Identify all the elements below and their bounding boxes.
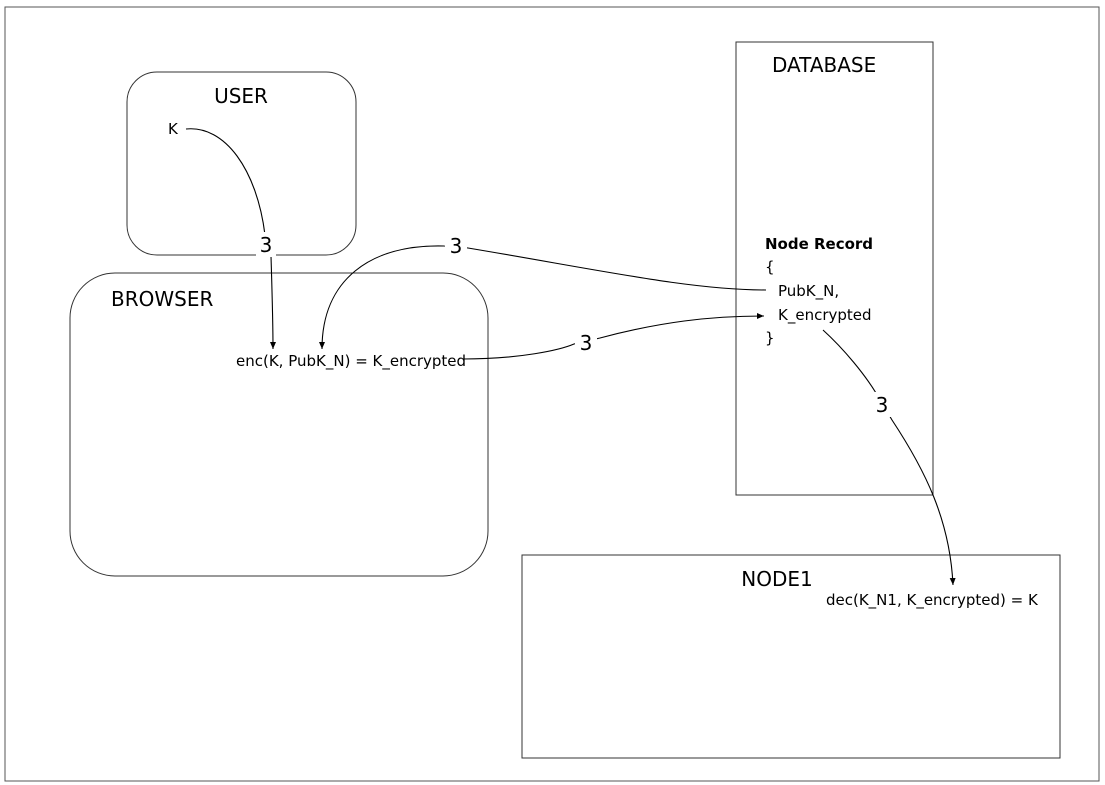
browser-box[interactable]: BROWSER enc(K, PubK_N) = K_encrypted <box>69 272 489 577</box>
edge-database-to-node1-label-bg <box>871 392 893 417</box>
database-title: DATABASE <box>772 53 876 77</box>
record-open-brace: { <box>765 258 775 276</box>
edge-pubk-to-browser-label-bg <box>445 233 467 258</box>
node1-box[interactable]: NODE1 dec(K_N1, K_encrypted) = K <box>521 554 1061 759</box>
node1-title: NODE1 <box>741 567 812 591</box>
database-box-shape <box>735 41 934 496</box>
edge-k-to-browser[interactable]: 3 <box>185 128 276 350</box>
record-close-brace: } <box>765 329 775 347</box>
edge-database-to-node1-label: 3 <box>876 393 889 417</box>
user-key-label: K <box>168 120 179 138</box>
edge-pubk-to-browser[interactable]: 3 <box>319 233 767 350</box>
edge-database-to-node1[interactable]: 3 <box>822 329 956 586</box>
edge-k-to-browser-label-bg <box>256 232 276 257</box>
browser-box-shape <box>69 272 489 577</box>
user-title: USER <box>214 84 268 108</box>
node1-box-shape <box>521 554 1061 759</box>
edge-pubk-to-browser-label: 3 <box>450 234 463 258</box>
edge-browser-to-database-label-bg <box>575 330 597 355</box>
browser-formula: enc(K, PubK_N) = K_encrypted <box>236 352 466 371</box>
node-record-title: Node Record <box>765 235 873 253</box>
record-field-pubk: PubK_N, <box>778 282 839 301</box>
edge-browser-to-database[interactable]: 3 <box>462 313 765 360</box>
edge-k-to-browser-label: 3 <box>260 233 273 257</box>
record-field-kencrypted: K_encrypted <box>778 306 872 325</box>
browser-title: BROWSER <box>111 287 213 311</box>
edge-browser-to-database-label: 3 <box>580 331 593 355</box>
canvas-frame <box>4 6 1100 782</box>
edge-browser-to-database-line <box>462 313 765 360</box>
edge-database-to-node1-line <box>822 329 956 586</box>
node1-formula: dec(K_N1, K_encrypted) = K <box>826 591 1039 610</box>
database-box[interactable]: DATABASE Node Record { PubK_N, K_encrypt… <box>735 41 934 496</box>
